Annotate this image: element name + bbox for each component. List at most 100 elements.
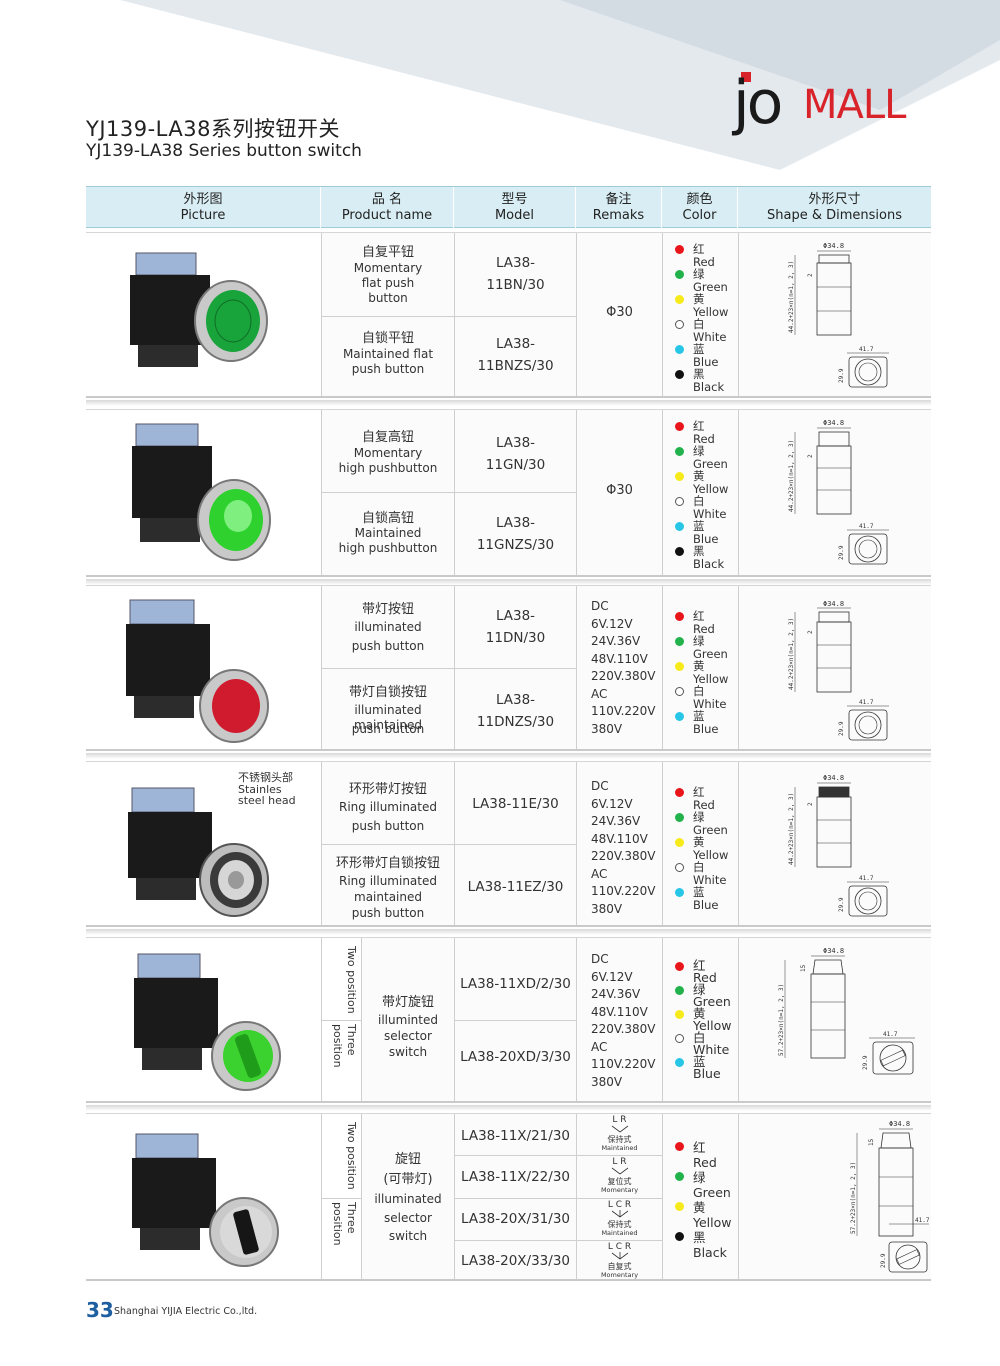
- model-number: 11GNZS/30: [476, 537, 555, 553]
- model-cell: LA38- 11DN/30 LA38- 11DNZS/30: [454, 586, 576, 749]
- model-number: LA38-11X/21/30: [461, 1128, 570, 1144]
- product-name-cn: (可带灯): [383, 1172, 433, 1187]
- divider: [455, 1198, 576, 1199]
- product-name-cell: 旋钮 (可带灯) illuminated selector switch: [361, 1114, 454, 1279]
- dimension-diagram: Φ34.8 57.2+23×n(n=1, 2, 3) 15 41.7 29.9: [850, 1120, 930, 1273]
- product-name-cn: 自复高钮: [361, 430, 414, 445]
- svg-text:29.9: 29.9: [862, 1055, 869, 1070]
- page-number: 33: [86, 1298, 114, 1322]
- product-picture: [86, 1114, 321, 1279]
- operation-symbol: L C R 自复式 Momentary: [600, 1242, 639, 1280]
- white-dot-icon: [675, 320, 684, 329]
- dimension-diagram: Φ34.8 57.2+23×n(n=1, 2, 3) 15 41.7 29.9: [778, 947, 915, 1075]
- voltage-list: DC 6V.12V 24V.36V 48V.110V 220V.380V AC …: [591, 598, 656, 738]
- model-number: LA38-: [495, 255, 536, 271]
- green-dot-icon: [675, 637, 684, 646]
- divider: [322, 316, 454, 317]
- model-number: 11DN/30: [485, 630, 546, 646]
- svg-text:2: 2: [807, 802, 814, 806]
- model-number: LA38-: [495, 608, 536, 624]
- voltage-type: AC: [591, 686, 608, 701]
- divider: [577, 1240, 662, 1241]
- product-name-en: Momentary: [353, 446, 423, 460]
- row-shadow: [86, 1105, 931, 1111]
- row-shadow: [86, 579, 931, 585]
- green-dot-icon: [675, 1172, 684, 1181]
- svg-text:Φ34.8: Φ34.8: [823, 947, 844, 955]
- voltage-value: 220V.380V: [591, 1022, 656, 1036]
- model-number: LA38-: [495, 692, 536, 708]
- dimensions-drawing: Φ34.8 57.2+23×n(n=1, 2, 3) 15 41.7 29.9: [738, 938, 931, 1101]
- model-number: LA38-11XD/2/30: [460, 976, 571, 992]
- switch-symbol-icon: [611, 1210, 628, 1218]
- model-number: 11BN/30: [486, 277, 545, 293]
- dimensions-drawing: Φ34.8 44.2+23×n(n=1, 2, 3) 2 41.7 29.9: [738, 233, 931, 396]
- model-cell: LA38- 11GN/30 LA38- 11GNZS/30: [454, 410, 576, 575]
- svg-text:44.2+23×n(n=1, 2, 3): 44.2+23×n(n=1, 2, 3): [788, 440, 795, 512]
- divider: [322, 1020, 361, 1021]
- svg-text:2: 2: [807, 630, 814, 634]
- product-name-en: push button: [351, 819, 425, 833]
- voltage-value: 110V.220V: [591, 884, 656, 898]
- white-dot-icon: [675, 1034, 684, 1043]
- product-name-en: push button: [351, 362, 425, 376]
- brand-logo-mall: MALL: [803, 82, 906, 128]
- voltage-value: 6V.12V: [591, 796, 633, 811]
- position-label-two: Two position: [345, 946, 358, 1014]
- model-cell: LA38-11XD/2/30 LA38-20XD/3/30: [454, 938, 576, 1101]
- divider: [455, 316, 576, 317]
- yellow-dot-icon: [675, 295, 684, 304]
- flat-pushbutton-image: [130, 252, 268, 367]
- red-dot-icon: [675, 962, 684, 971]
- red-dot-icon: [675, 245, 684, 254]
- svg-text:41.7: 41.7: [859, 346, 874, 353]
- model-cell: LA38- 11BN/30 LA38- 11BNZS/30: [454, 233, 576, 396]
- operation-symbol: L R 复位式 Momentary: [600, 1157, 639, 1195]
- divider: [455, 844, 576, 845]
- model-number: LA38-: [495, 515, 536, 531]
- svg-text:Φ34.8: Φ34.8: [889, 1120, 910, 1128]
- svg-text:44.2+23×n(n=1, 2, 3): 44.2+23×n(n=1, 2, 3): [788, 261, 795, 333]
- svg-text:29.9: 29.9: [880, 1253, 887, 1268]
- black-dot-icon: [675, 370, 684, 379]
- product-name-cn: 自锁平钮: [361, 331, 414, 346]
- product-name-en: flat push: [361, 276, 415, 290]
- black-dot-icon: [675, 1232, 684, 1241]
- product-name-en: illuminated maintained: [354, 703, 422, 732]
- product-name-en: illuminated: [354, 620, 422, 634]
- svg-text:29.9: 29.9: [838, 545, 845, 560]
- dimension-diagram: Φ34.8 44.2+23×n(n=1, 2, 3) 2 41.7 29.9: [788, 242, 889, 388]
- position-label-three: Three position: [331, 1024, 358, 1068]
- selector-switch-image: [132, 1133, 279, 1267]
- row-shadow: [86, 400, 931, 406]
- voltage-value: 380V: [591, 901, 623, 916]
- model-number: LA38-: [495, 435, 536, 451]
- high-pushbutton-image: [132, 423, 271, 561]
- divider: [577, 1198, 662, 1199]
- remarks-cell: L R 保持式 Maintained L R 复位式 Momentary L C…: [576, 1114, 662, 1279]
- white-dot-icon: [675, 497, 684, 506]
- divider: [455, 668, 576, 669]
- table-row: 带灯按钮 illuminated push button 带灯自锁按钮 illu…: [86, 585, 931, 751]
- product-name-en: Maintained flat: [342, 347, 434, 361]
- product-name-cell: 带灯按钮 illuminated push button 带灯自锁按钮 illu…: [321, 586, 454, 749]
- svg-text:29.9: 29.9: [838, 721, 845, 736]
- voltage-type: AC: [591, 1039, 608, 1054]
- dimension-diagram: Φ34.8 44.2+23×n(n=1, 2, 3) 2 41.7 29.9: [788, 419, 889, 565]
- product-name-cell: 自复高钮 Momentary high pushbutton 自锁高钮 Main…: [321, 410, 454, 575]
- operation-symbol: L R 保持式 Maintained: [601, 1115, 638, 1153]
